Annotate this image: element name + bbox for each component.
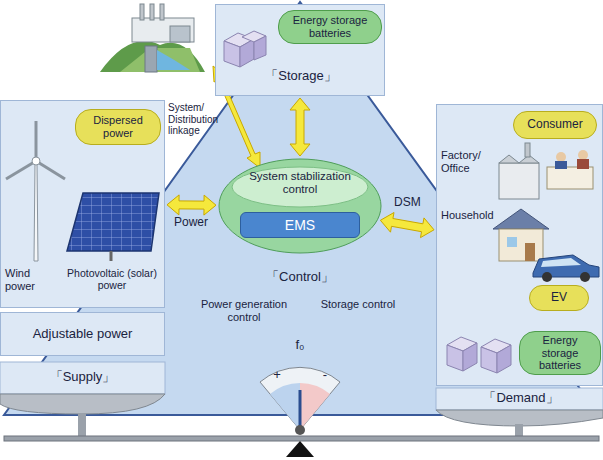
solar-panel (67, 193, 159, 261)
demand-panel: Factory/ OfficeHousehold ConsumerEV Energy… (436, 104, 603, 386)
label-text: System/ Distribution linkage (168, 102, 226, 137)
label-holder: f₀ (290, 338, 310, 353)
node-text: Wind power (5, 267, 59, 292)
control-ellipse: System stabilization controlEMS (218, 158, 382, 254)
connector-arrow (167, 195, 216, 215)
node-text: Energy storage batteries (285, 14, 375, 39)
label-text: Power generation control (196, 298, 292, 323)
node-text: System stabilization control (240, 170, 360, 196)
house (493, 209, 549, 261)
gauge (260, 367, 340, 435)
label-text: 「Demand」 (456, 391, 586, 406)
power-plant (100, 4, 205, 72)
text-holder: Factory/ Office (441, 149, 497, 174)
text-holder: Wind power (5, 267, 59, 292)
demand-pan (436, 388, 603, 436)
factory-office (499, 143, 593, 199)
supply-panel: Wind powerPhotovoltaic (solar) power Disp… (0, 100, 165, 308)
node-text: Energy storage batteries (526, 334, 594, 372)
label-holder: 「Control」 (250, 270, 350, 285)
node-text: 「Storage」 (256, 69, 346, 84)
node-text: Dispersed power (82, 114, 154, 139)
label-holder: System/ Distribution linkage (168, 102, 226, 137)
fulcrum (286, 441, 314, 457)
text-holder: 「Storage」 (256, 69, 346, 84)
node-text: Adjustable power (33, 327, 133, 342)
edge-label-holder: Power (172, 216, 210, 230)
dispersed-pill: Dispersed power (75, 109, 161, 145)
ems-box: EMS (240, 212, 360, 238)
edge-label: Power (172, 216, 210, 230)
storage-panel: 「Storage」 Energy storage batteries (215, 4, 385, 96)
supply-pan (0, 362, 165, 436)
edge-label-holder: DSM (392, 196, 423, 210)
label-holder: 「Demand」 (456, 391, 586, 406)
battery-icon (216, 5, 276, 65)
adjustable-box: Adjustable power (0, 312, 165, 356)
node-text: Photovoltaic (solar) power (61, 267, 163, 291)
label-text: 「Control」 (250, 270, 350, 285)
label-text: - (318, 368, 332, 383)
node-text: Household (441, 209, 501, 222)
label-text: 「Supply」 (20, 370, 145, 385)
battery-pill: Energy storage batteries (519, 331, 601, 375)
consumer-pill: Consumer (513, 111, 597, 139)
car (533, 255, 599, 282)
node-text: Factory/ Office (441, 149, 497, 174)
label-holder: 「Supply」 (20, 370, 145, 385)
label-holder: Storage control (318, 298, 398, 311)
node-text: EMS (285, 217, 315, 233)
node-text: EV (551, 291, 567, 305)
label-holder: - (318, 368, 332, 383)
label-text: + (270, 368, 284, 383)
label-text: Storage control (318, 298, 398, 311)
label-text: f₀ (290, 338, 310, 353)
battery-pill: Energy storage batteries (278, 10, 382, 44)
scale-beam (4, 436, 599, 441)
connector-arrow (290, 98, 310, 156)
label-holder: + (270, 368, 284, 383)
label-holder: Power generation control (196, 298, 292, 323)
text-holder: Photovoltaic (solar) power (61, 267, 163, 291)
text-holder: Household (441, 209, 501, 222)
text-holder: System stabilization control (240, 170, 360, 196)
edge-label: DSM (392, 196, 423, 210)
ev-pill: EV (529, 285, 589, 311)
node-text: Consumer (527, 118, 582, 132)
connector-arrow (380, 213, 434, 238)
battery-icon (447, 337, 511, 373)
wind-turbine (6, 121, 65, 261)
